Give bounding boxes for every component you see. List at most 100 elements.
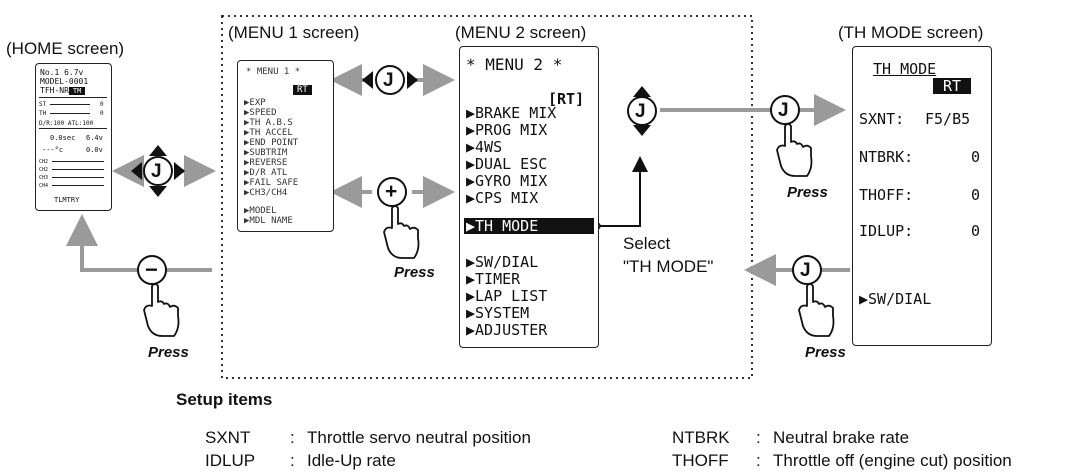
press-label-minus: Press bbox=[148, 344, 189, 361]
thmode-rt: RT bbox=[933, 78, 972, 94]
home-ch-4: CH4 bbox=[39, 183, 49, 189]
menu1-item-2[interactable]: ▶TH A.B.S bbox=[244, 118, 293, 128]
home-ch-3: CH3 bbox=[39, 175, 49, 181]
menu2-item-4ws[interactable]: ▶4WS bbox=[466, 138, 503, 156]
home-line-1: No.1 6.7v bbox=[40, 68, 84, 77]
menu2-item-cps-mix[interactable]: ▶CPS MIX bbox=[466, 189, 539, 207]
setup-heading: Setup items bbox=[176, 390, 273, 409]
menu1-item-6[interactable]: ▶REVERSE bbox=[244, 158, 288, 168]
menu1-title: * MENU 1 * bbox=[246, 67, 301, 77]
plus-button bbox=[377, 177, 407, 207]
hand-icon-back bbox=[798, 283, 835, 337]
setup-sep-ntbrk: : bbox=[756, 428, 761, 447]
menu1-item-5[interactable]: ▶SUBTRIM bbox=[244, 148, 288, 158]
press-label-back: Press bbox=[805, 344, 846, 361]
minus-button bbox=[137, 255, 167, 285]
home-timer: 0.0sec bbox=[50, 134, 76, 142]
menu2-screen-title: (MENU 2 screen) bbox=[455, 23, 587, 42]
hand-icon-plus bbox=[383, 205, 420, 259]
setup-key-thoff: THOFF bbox=[672, 451, 729, 470]
menu2-item-adjuster[interactable]: ▶ADJUSTER bbox=[466, 321, 548, 339]
home-screen-title: (HOME screen) bbox=[6, 39, 125, 58]
hand-icon-enter bbox=[776, 123, 813, 177]
thmode-screen-lcd: TH MODE RT SXNT: F5/B5 NTBRK: 0 THOFF: 0… bbox=[852, 46, 992, 346]
menu1-item-0[interactable]: ▶EXP bbox=[244, 98, 266, 108]
home-dr-atl: D/R:100 ATL:100 bbox=[39, 120, 94, 127]
thmode-row-ntbrk-label: NTBRK: bbox=[859, 148, 914, 166]
menu1-item-4[interactable]: ▶END POINT bbox=[244, 138, 299, 148]
select-label-2: "TH MODE" bbox=[623, 257, 714, 276]
menu2-item-th-mode[interactable]: ▶TH MODE bbox=[464, 218, 594, 234]
home-tlmtry: TLMTRY bbox=[54, 196, 80, 204]
home-ch-2: CH2 bbox=[39, 167, 49, 173]
thmode-row-sxnt-label: SXNT: bbox=[859, 110, 905, 128]
home-st-value: 0 bbox=[100, 101, 104, 108]
setup-key-idlup: IDLUP bbox=[205, 451, 256, 470]
thmode-row-ntbrk-value[interactable]: 0 bbox=[971, 148, 981, 166]
home-th-label: TH bbox=[39, 110, 47, 117]
setup-sep-thoff: : bbox=[756, 451, 761, 470]
j-label-home: J bbox=[151, 161, 162, 182]
menu2-item-brake-mix[interactable]: ▶BRAKE MIX bbox=[466, 104, 557, 122]
home-temp: ---°c bbox=[42, 146, 64, 154]
menu1-rt: RT bbox=[293, 85, 312, 95]
menu2-item-timer[interactable]: ▶TIMER bbox=[466, 270, 521, 288]
setup-desc-idlup: Idle-Up rate bbox=[307, 451, 396, 470]
setup-key-sxnt: SXNT bbox=[205, 428, 251, 447]
home-model-type: TFH-NR bbox=[40, 86, 69, 95]
j-button-press-enter bbox=[770, 95, 800, 125]
thmode-title: TH MODE bbox=[873, 60, 937, 78]
press-label-enter: Press bbox=[787, 184, 828, 201]
minus-label: − bbox=[145, 257, 158, 282]
home-st-label: ST bbox=[39, 101, 47, 108]
menu1-screen-title: (MENU 1 screen) bbox=[228, 23, 360, 42]
setup-sep-idlup: : bbox=[290, 451, 295, 470]
j-button-home[interactable] bbox=[131, 145, 185, 197]
thmode-row-sxnt-value[interactable]: F5/B5 bbox=[925, 110, 971, 128]
home-volt: 6.4v bbox=[86, 134, 103, 142]
thmode-row-idlup-label: IDLUP: bbox=[859, 222, 914, 240]
j-button-menu1[interactable] bbox=[362, 65, 418, 95]
setup-key-ntbrk: NTBRK bbox=[672, 428, 730, 447]
j-button-menu2[interactable] bbox=[627, 86, 657, 136]
menu1-item-mdl-name[interactable]: ▶MDL NAME bbox=[244, 216, 293, 226]
plus-label: + bbox=[385, 180, 398, 203]
menu2-item-gyro-mix[interactable]: ▶GYRO MIX bbox=[466, 172, 548, 190]
home-ch-1: CH2 bbox=[39, 159, 49, 165]
menu1-item-9[interactable]: ▶CH3/CH4 bbox=[244, 188, 288, 198]
arrow-minus-home bbox=[66, 214, 212, 272]
setup-desc-thoff: Throttle off (engine cut) position bbox=[773, 451, 1012, 470]
menu2-rt: [RT] bbox=[548, 90, 585, 108]
thmode-row-thoff-value[interactable]: 0 bbox=[971, 186, 981, 204]
setup-desc-ntbrk: Neutral brake rate bbox=[773, 428, 910, 447]
menu2-item-system[interactable]: ▶SYSTEM bbox=[466, 304, 530, 322]
j-label-enter: J bbox=[778, 100, 789, 121]
j-label-menu2: J bbox=[635, 101, 646, 122]
menu2-item-lap-list[interactable]: ▶LAP LIST bbox=[466, 287, 548, 305]
select-pointer bbox=[598, 156, 648, 227]
j-label-menu1: J bbox=[383, 70, 394, 91]
hand-icon-minus bbox=[143, 283, 180, 337]
thmode-row-idlup-value[interactable]: 0 bbox=[971, 222, 981, 240]
menu1-item-7[interactable]: ▶D/R ATL bbox=[244, 168, 288, 178]
thmode-footer-sw-dial[interactable]: ▶SW/DIAL bbox=[859, 290, 932, 308]
home-line-2: MODEL-0001 bbox=[40, 77, 89, 86]
thmode-row-thoff-label: THOFF: bbox=[859, 186, 914, 204]
home-tm-badge: TM bbox=[68, 87, 86, 95]
menu2-item-dual-esc[interactable]: ▶DUAL ESC bbox=[466, 155, 548, 173]
menu1-item-1[interactable]: ▶SPEED bbox=[244, 108, 277, 118]
menu2-item-sw-dial[interactable]: ▶SW/DIAL bbox=[466, 253, 539, 271]
select-label-1: Select bbox=[623, 234, 671, 253]
menu1-screen-lcd: * MENU 1 * RT ▶EXP ▶SPEED ▶TH A.B.S ▶TH … bbox=[237, 60, 334, 232]
setup-sep-sxnt: : bbox=[290, 428, 295, 447]
home-volt2: 0.0v bbox=[86, 146, 103, 154]
menu2-screen-lcd: * MENU 2 * [RT] ▶BRAKE MIX ▶PROG MIX ▶4W… bbox=[459, 46, 599, 348]
menu1-item-8[interactable]: ▶FAIL SAFE bbox=[244, 178, 299, 188]
menu1-item-3[interactable]: ▶TH ACCEL bbox=[244, 128, 293, 138]
j-label-back: J bbox=[800, 260, 811, 281]
menu1-item-model[interactable]: ▶MODEL bbox=[244, 206, 277, 216]
menu2-title: * MENU 2 * bbox=[466, 55, 563, 74]
press-label-plus: Press bbox=[394, 264, 435, 281]
menu2-item-prog-mix[interactable]: ▶PROG MIX bbox=[466, 121, 548, 139]
